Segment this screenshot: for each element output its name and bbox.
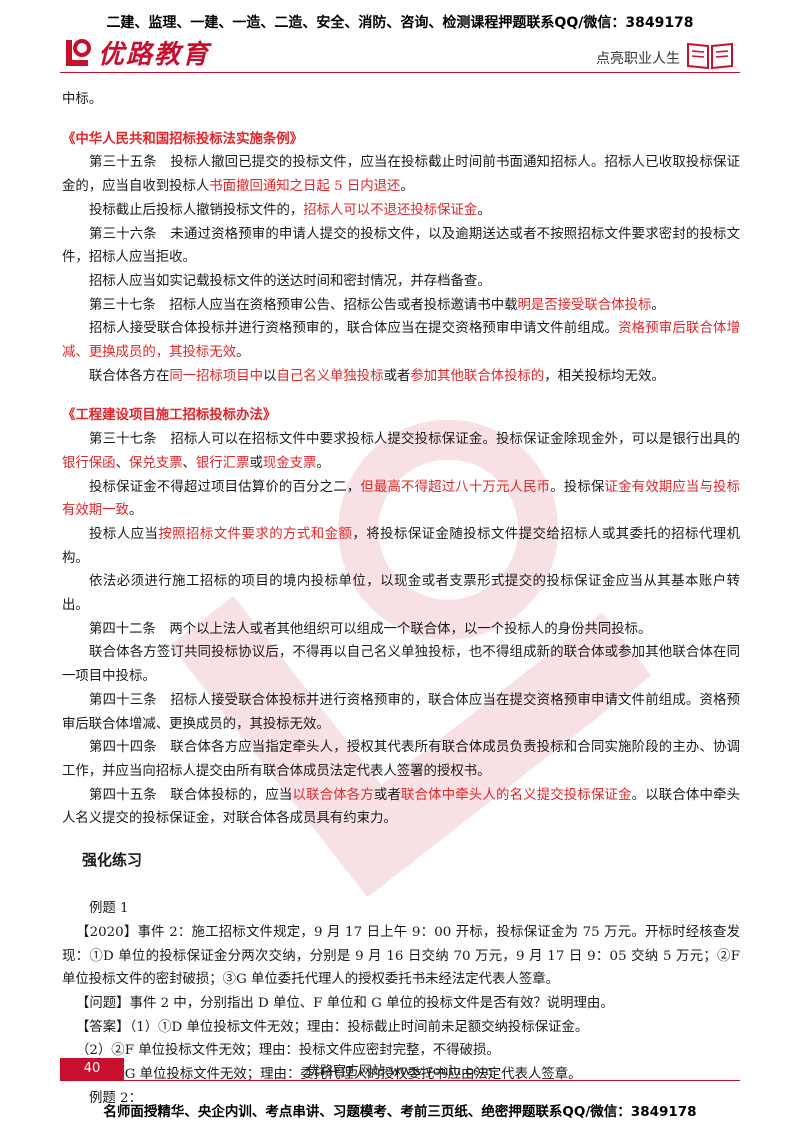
paragraph: 【答案】（1）①D 单位投标文件无效；理由：投标截止时间前未足额交纳投标保证金。 <box>76 1019 589 1035</box>
practice-heading: 强化练习 <box>82 851 143 870</box>
logo: 优路教育 <box>60 34 210 71</box>
paragraph: 联合体各方在同一招标项目中以自己名义单独投标或者参加其他联合体投标的，相关投标均… <box>89 368 665 384</box>
paragraph: 联合体各方签订共同投标协议后，不得再以自己名义单独投标，也不得组成新的联合体或参… <box>62 645 740 685</box>
paragraph: 招标人应当如实记载投标文件的送达时间和密封情况，并存档备查。 <box>89 273 491 289</box>
paragraph: （2）②F 单位投标文件无效；理由：投标文件应密封完整，不得破损。 <box>76 1043 500 1059</box>
paragraph: 投标人应当按照招标文件要求的方式和金额，将投标保证金随投标文件提交给招标人或其委… <box>62 526 741 566</box>
footer-site: 优路官方网站:www.youlu.com <box>307 1064 493 1079</box>
page-number-bar <box>60 1058 124 1080</box>
paragraph: 第四十二条 两个以上法人或者其他组织可以组成一个联合体，以一个投标人的身份共同投… <box>89 621 652 637</box>
section-title: 《中华人民共和国招标投标法实施条例》 <box>62 130 304 147</box>
example-title: 例题 1 <box>89 901 129 917</box>
paragraph: 招标人接受联合体投标并进行资格预审的，联合体应当在提交资格预审申请文件前组成。资… <box>62 321 740 361</box>
footer-divider <box>60 1080 740 1081</box>
paragraph: 第四十五条 联合体投标的，应当以联合体各方或者联合体中牵头人的名义提交投标保证金… <box>62 787 741 827</box>
paragraph: 投标保证金不得超过项目估算价的百分之二，但最高不得超过八十万元人民币。投标保证金… <box>62 479 741 519</box>
page-number: 40 <box>83 1061 101 1076</box>
example-title: 例题 2： <box>89 1090 142 1106</box>
paragraph: 第三十七条 招标人应当在资格预审公告、招标公告或者投标邀请书中载明是否接受联合体… <box>89 297 665 313</box>
document-body: 中标。 《中华人民共和国招标投标法实施条例》 第三十五条 投标人撤回已提交的投标… <box>62 88 740 1110</box>
paragraph: 【问题】事件 2 中，分别指出 D 单位、F 单位和 G 单位的投标文件是否有效… <box>76 995 614 1011</box>
paragraph: 【2020】事件 2：施工招标文件规定，9 月 17 日上午 9：00 开标，投… <box>62 924 740 988</box>
section-title: 《工程建设项目施工招标投标办法》 <box>62 407 277 424</box>
paragraph: （3）③G 单位投标文件无效；理由：委托代理人的授权委托书应由法定代表人签章。 <box>76 1067 582 1083</box>
paragraph: 第三十五条 投标人撤回已提交的投标文件，应当在投标截止时间前书面通知招标人。招标… <box>62 155 740 195</box>
header-divider <box>60 72 740 73</box>
paragraph: 第四十四条 联合体各方应当指定牵头人，授权其代表所有联合体成员负责投标和合同实施… <box>62 740 740 779</box>
logo-mark-icon <box>66 38 91 66</box>
top-banner: 二建、监理、一建、一造、二造、安全、消防、咨询、检测课程押题联系QQ/微信：38… <box>106 15 694 31</box>
paragraph: 第四十三条 招标人接受联合体投标并进行资格预审的，联合体应当在提交资格预审申请文… <box>62 692 740 732</box>
bottom-banner: 名师面授精华、央企内训、考点串讲、习题模考、考前三页纸、绝密押题联系QQ/微信：… <box>103 1104 697 1120</box>
paragraph: 第三十七条 招标人可以在招标文件中要求投标人提交投标保证金。投标保证金除现金外，… <box>62 432 740 471</box>
slogan: 点亮职业人生 <box>596 51 680 67</box>
paragraph: 依法必须进行施工招标的项目的境内投标单位，以现金或者支票形式提交的投标保证金应当… <box>62 574 740 614</box>
logo-text: 优路教育 <box>98 40 211 70</box>
paragraph: 投标截止后投标人撤销投标文件的，招标人可以不退还投标保证金。 <box>89 202 491 218</box>
paragraph: 第三十六条 未通过资格预审的申请人提交的投标文件，以及逾期送达或者不按照招标文件… <box>62 226 740 266</box>
paragraph: 中标。 <box>62 92 103 107</box>
open-book-icon <box>687 42 733 70</box>
